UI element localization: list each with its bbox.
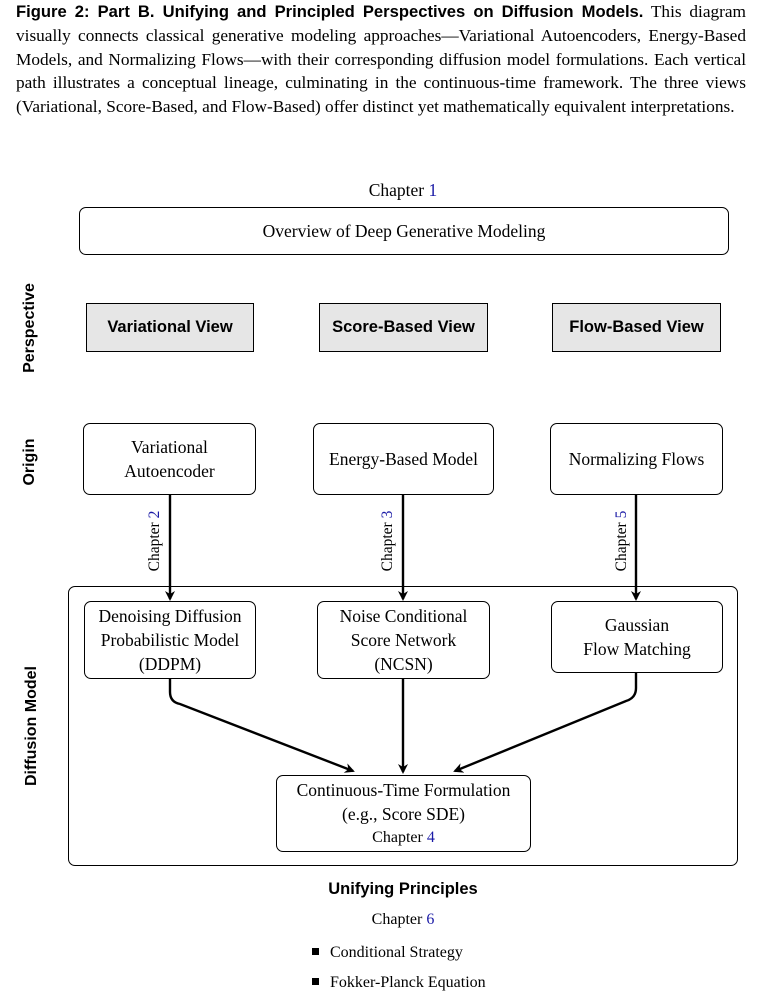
diffusion-gfm: Gaussian Flow Matching: [551, 601, 723, 673]
origin-vae: Variational Autoencoder: [83, 423, 256, 495]
edge-chapter-5-word: Chapter: [613, 522, 630, 572]
perspective-variational-label: Variational View: [107, 318, 233, 336]
continuous-time-box: Continuous-Time Formulation (e.g., Score…: [276, 775, 531, 852]
list-item: Conditional Strategy: [312, 941, 486, 971]
ncsn-line3: (NCSN): [374, 654, 433, 674]
edge-chapter-2: Chapter 2: [146, 511, 164, 572]
origin-ebm: Energy-Based Model: [313, 423, 494, 495]
overview-label: Overview of Deep Generative Modeling: [262, 221, 546, 241]
unifying-chapter-link[interactable]: 6: [426, 911, 435, 928]
continuous-line2: (e.g., Score SDE): [342, 803, 465, 824]
origin-ebm-label: Energy-Based Model: [329, 449, 478, 469]
origin-nf: Normalizing Flows: [550, 423, 723, 495]
origin-vae-line1: Variational: [131, 437, 208, 457]
bullet-square-icon: [312, 947, 319, 955]
perspective-score-based-label: Score-Based View: [332, 318, 475, 336]
edge-chapter-5: Chapter 5: [613, 511, 631, 572]
origin-nf-label: Normalizing Flows: [568, 449, 705, 469]
continuous-chapter-word: Chapter: [372, 828, 423, 846]
continuous-line1: Continuous-Time Formulation: [296, 779, 511, 800]
gfm-line2: Flow Matching: [583, 639, 691, 659]
ncsn-line2: Score Network: [350, 630, 457, 650]
diffusion-ddpm: Denoising Diffusion Probabilistic Model …: [84, 601, 256, 679]
edge-chapter-3-word: Chapter: [379, 522, 396, 572]
edge-chapter-2-link[interactable]: 2: [146, 510, 163, 519]
perspective-flow-based: Flow-Based View: [552, 303, 721, 352]
unifying-title: Unifying Principles: [328, 880, 478, 898]
gfm-line1: Gaussian: [604, 615, 670, 635]
diffusion-ncsn: Noise Conditional Score Network (NCSN): [317, 601, 490, 679]
arrow-ddpm-to-continuous: [168, 679, 355, 773]
figure-caption: Figure 2: Part B. Unifying and Principle…: [16, 0, 746, 119]
ddpm-line1: Denoising Diffusion: [98, 606, 242, 626]
caption-text: This diagram visually connects classical…: [16, 2, 746, 117]
unifying-chapter-word: Chapter: [371, 911, 423, 928]
perspective-variational: Variational View: [86, 303, 254, 352]
top-chapter-word: Chapter: [368, 180, 425, 200]
list-item: Fokker-Planck Equation: [312, 971, 486, 1001]
overview-box: Overview of Deep Generative Modeling: [79, 207, 729, 255]
edge-chapter-2-word: Chapter: [146, 522, 163, 572]
top-chapter: Chapter 1: [0, 180, 761, 201]
unifying-list: Conditional Strategy Fokker-Planck Equat…: [312, 941, 486, 1001]
edge-chapter-5-link[interactable]: 5: [613, 510, 630, 519]
arrow-gfm-to-continuous: [453, 673, 638, 773]
edge-chapter-3-link[interactable]: 3: [379, 510, 396, 519]
origin-vae-line2: Autoencoder: [124, 461, 215, 481]
top-chapter-link[interactable]: 1: [428, 180, 438, 200]
ncsn-line1: Noise Conditional: [339, 606, 468, 626]
unifying-chapter: Chapter 6: [0, 911, 761, 929]
ddpm-line2: Probabilistic Model: [100, 630, 240, 650]
caption-label: Figure 2: Part B. Unifying and Principle…: [16, 2, 644, 21]
unifying-item-2: Fokker-Planck Equation: [330, 974, 486, 991]
edge-chapter-3: Chapter 3: [379, 511, 397, 572]
bullet-square-icon: [312, 977, 319, 985]
ddpm-line3: (DDPM): [138, 654, 202, 674]
unifying-item-1: Conditional Strategy: [330, 944, 463, 961]
perspective-score-based: Score-Based View: [319, 303, 488, 352]
perspective-flow-based-label: Flow-Based View: [569, 318, 704, 336]
continuous-chapter-link[interactable]: 4: [426, 828, 435, 846]
continuous-chapter: Chapter 4: [372, 826, 435, 850]
